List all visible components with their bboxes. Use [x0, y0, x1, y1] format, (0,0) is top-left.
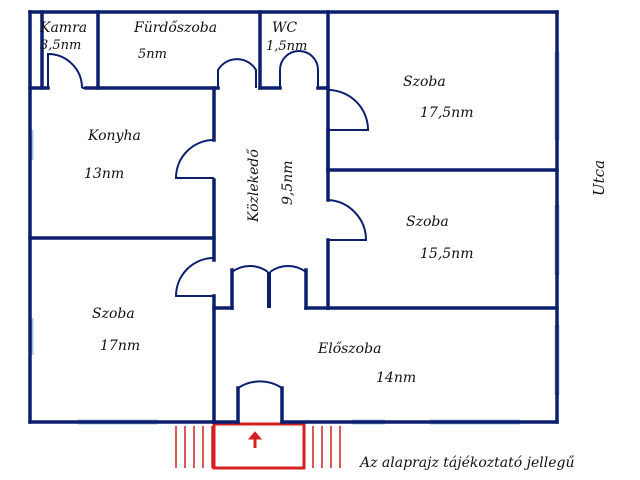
konyha-area: 13nm [84, 166, 124, 182]
furdoszoba-door-icon [217, 58, 257, 88]
szoba-bottom-label: Szoba [92, 306, 135, 322]
furdoszoba-area: 5nm [138, 47, 167, 62]
door-swings [47, 50, 370, 422]
szoba-top-area: 17,5nm [420, 105, 473, 121]
kamra-label: Kamra [39, 20, 87, 36]
kozlekedo-label: Közlekedő [246, 148, 262, 223]
konyha-label: Konyha [87, 128, 141, 144]
furdoszoba-label: Fürdőszoba [133, 20, 217, 36]
entrance-door-icon [237, 380, 283, 422]
disclaimer-note: Az alaprajz tájékoztató jellegű [358, 455, 574, 471]
szoba-mid-door-icon [327, 199, 368, 241]
entrance-arrow-icon [247, 431, 263, 448]
wc-label: WC [272, 20, 297, 36]
street-label: Utca [590, 160, 608, 196]
walls [28, 10, 559, 424]
kozlekedo-area: 9,5nm [280, 160, 296, 205]
konyha-door-icon [174, 139, 215, 179]
szoba-top-door-icon [327, 89, 370, 131]
kamra-door-icon [47, 52, 86, 89]
szoba-bottom-door-icon [174, 257, 215, 297]
eloszoba-door-icon [231, 265, 307, 308]
eloszoba-area: 14nm [376, 370, 416, 386]
szoba-mid-area: 15,5nm [420, 246, 473, 262]
wc-area: 1,5nm [266, 39, 307, 54]
eloszoba-label: Előszoba [317, 341, 381, 357]
szoba-top-label: Szoba [403, 74, 446, 90]
szoba-mid-label: Szoba [406, 214, 449, 230]
szoba-bottom-area: 17nm [100, 338, 140, 354]
kamra-area: 3,5nm [40, 38, 81, 53]
wc-door-icon [279, 50, 319, 88]
entrance-stairs [175, 422, 341, 470]
